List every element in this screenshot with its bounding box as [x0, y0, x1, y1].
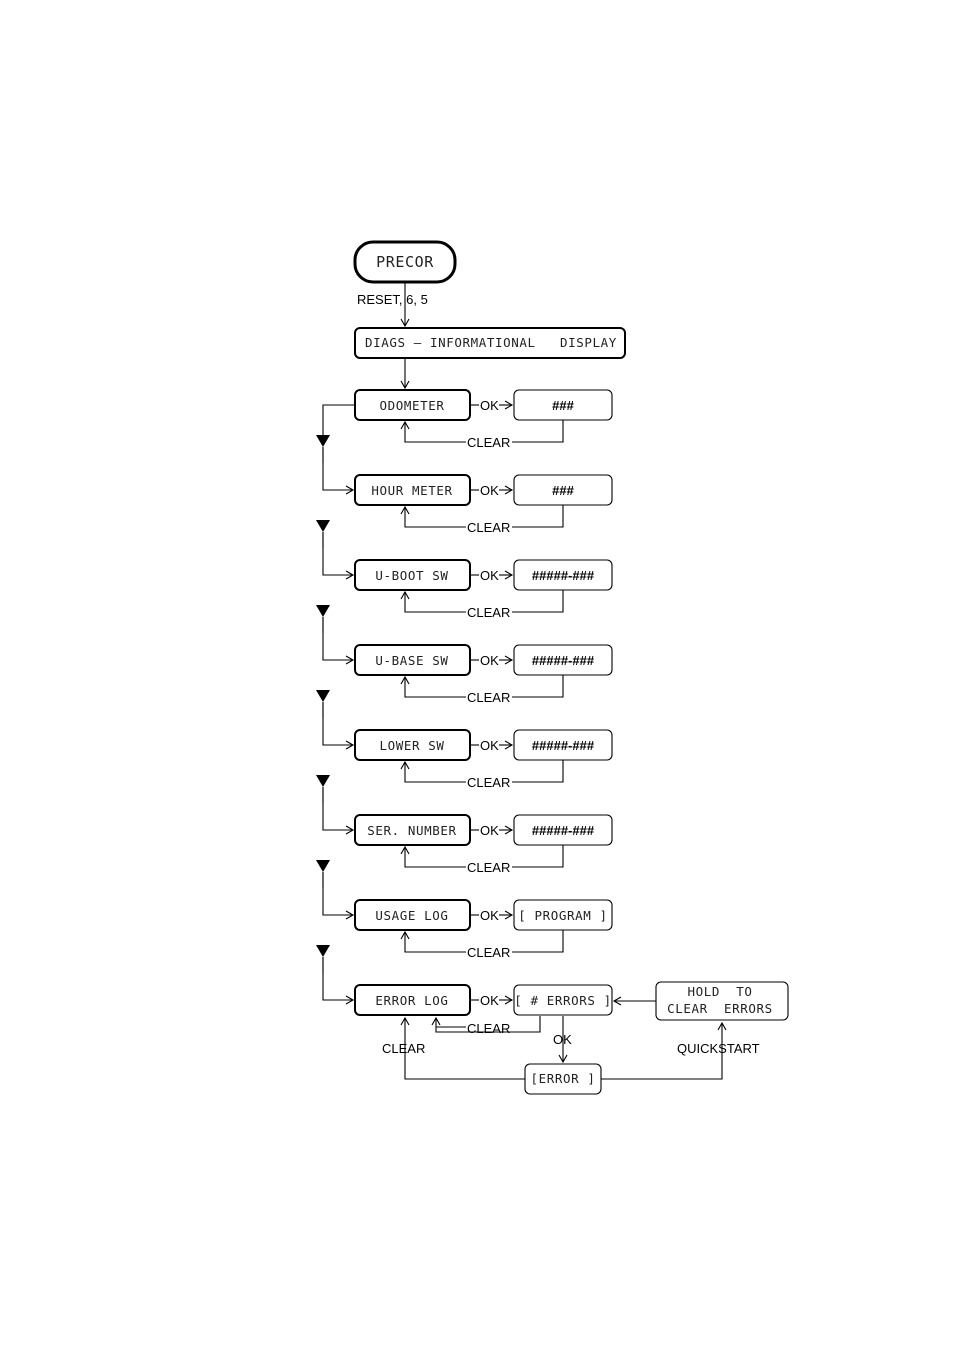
next-arrow-icon [316, 860, 330, 872]
clear-label-ser-number: CLEAR [467, 860, 510, 875]
clear-arrow-u-base-sw [400, 675, 466, 698]
clear-arrow-ser-number [400, 845, 466, 868]
flow-down-start [322, 404, 355, 435]
next-arrow-icon [316, 520, 330, 532]
connector-error-clear [400, 1016, 525, 1080]
error-detail-label: [ERROR ] [530, 1071, 595, 1086]
value-label-u-boot-sw: #####-### [532, 568, 595, 583]
value-label-lower-sw: #####-### [532, 738, 595, 753]
value-label-error-log: [ # ERRORS ] [514, 993, 612, 1008]
flow-in-u-boot-sw [322, 532, 355, 580]
hold-clear-line2: CLEAR ERRORS [667, 1001, 773, 1016]
next-arrow-icon [316, 945, 330, 957]
value-label-hour-meter: ### [552, 483, 574, 498]
clear-arrow-odometer [400, 420, 466, 443]
diag-header-label: DIAGS – INFORMATIONAL DISPLAY [365, 335, 617, 350]
connector-errors-clear-2 [431, 1016, 541, 1033]
clear-label-u-base-sw: CLEAR [467, 690, 510, 705]
menu-label-odometer: ODOMETER [379, 398, 444, 413]
flow-in-u-base-sw [322, 617, 355, 665]
ok-label-odometer: OK [480, 398, 499, 413]
value-box-error-log [513, 984, 613, 1016]
clear-label-usage-log: CLEAR [467, 945, 510, 960]
flow-in-ser-number [322, 787, 355, 835]
next-arrow-icon [316, 605, 330, 617]
value-label-odometer: ### [552, 398, 574, 413]
errors-ok-label: OK [553, 1032, 572, 1047]
clear-arrow-u-boot-sw [400, 590, 466, 613]
error-clear-label: CLEAR [382, 1041, 425, 1056]
entry-keys-label: RESET, 6, 5 [357, 292, 428, 307]
flow-in-error-log [322, 957, 355, 1005]
menu-label-usage-log: USAGE LOG [375, 908, 448, 923]
value-label-usage-log: [ PROGRAM ] [518, 908, 607, 923]
clear-return-ser-number [512, 845, 564, 868]
ok-label-hour-meter: OK [480, 483, 499, 498]
connector-quickstart [601, 1021, 727, 1080]
menu-label-lower-sw: LOWER SW [379, 738, 444, 753]
clear-label-u-boot-sw: CLEAR [467, 605, 510, 620]
value-label-ser-number: #####-### [532, 823, 595, 838]
clear-return-hour-meter [512, 505, 564, 528]
flow-in-lower-sw [322, 702, 355, 750]
quickstart-label: QUICKSTART [677, 1041, 760, 1056]
precor-start-label: PRECOR [376, 253, 434, 271]
clear-arrow-usage-log [400, 930, 466, 953]
next-arrow-icon [316, 690, 330, 702]
ok-label-u-base-sw: OK [480, 653, 499, 668]
ok-label-usage-log: OK [480, 908, 499, 923]
clear-label-lower-sw: CLEAR [467, 775, 510, 790]
clear-return-lower-sw [512, 760, 564, 783]
menu-label-u-boot-sw: U-BOOT SW [375, 568, 448, 583]
ok-label-u-boot-sw: OK [480, 568, 499, 583]
menu-label-hour-meter: HOUR METER [371, 483, 452, 498]
menu-label-ser-number: SER. NUMBER [367, 823, 456, 838]
menu-label-u-base-sw: U-BASE SW [375, 653, 448, 668]
diag-header-box [354, 327, 626, 359]
clear-arrow-lower-sw [400, 760, 466, 783]
next-arrow-icon [316, 435, 330, 447]
clear-arrow-hour-meter [400, 505, 466, 528]
clear-return-u-boot-sw [512, 590, 564, 613]
clear-label-error-log: CLEAR [467, 1021, 510, 1036]
hold-clear-line1: HOLD TO [687, 984, 752, 999]
clear-return-u-base-sw [512, 675, 564, 698]
clear-return-usage-log [512, 930, 564, 953]
menu-label-error-log: ERROR LOG [375, 993, 448, 1008]
value-label-u-base-sw: #####-### [532, 653, 595, 668]
next-arrow-icon [316, 775, 330, 787]
ok-label-lower-sw: OK [480, 738, 499, 753]
clear-label-hour-meter: CLEAR [467, 520, 510, 535]
flow-in-hour-meter [322, 447, 355, 495]
flow-in-usage-log [322, 872, 355, 920]
ok-label-error-log: OK [480, 993, 499, 1008]
clear-label-odometer: CLEAR [467, 435, 510, 450]
clear-return-odometer [512, 420, 564, 443]
ok-label-ser-number: OK [480, 823, 499, 838]
